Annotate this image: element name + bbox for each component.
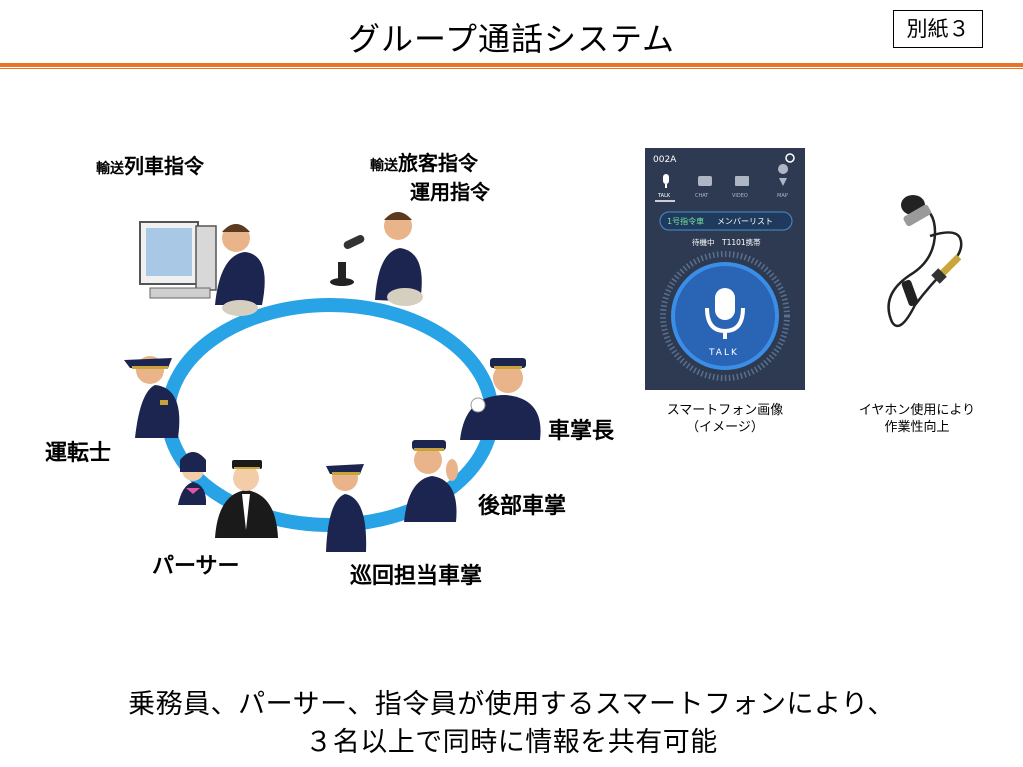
computer-icon xyxy=(139,221,217,299)
mic-tab-icon xyxy=(663,174,669,188)
driver-label: 運転士 xyxy=(45,441,112,466)
smartphone-screen: 002A TALK CHAT VIDEO MAP 1号指令車 メンバーリスト 待… xyxy=(645,148,805,390)
microphone-icon xyxy=(330,235,365,286)
operation-dispatch-label: 運用指令 xyxy=(410,180,490,204)
tab-label: CHAT xyxy=(695,193,709,199)
chief-conductor-label: 車掌長 xyxy=(548,419,615,444)
summary-line-2: ３名以上で同時に情報を共有可能 xyxy=(305,727,718,758)
tab-label: TALK xyxy=(657,193,671,199)
earphone-icon xyxy=(887,195,963,328)
microphone-icon xyxy=(715,288,735,320)
purser-figure xyxy=(178,452,207,505)
video-tab-icon xyxy=(735,176,749,186)
passenger-dispatcher-figure xyxy=(375,212,423,306)
train-dispatcher-figure xyxy=(215,224,265,316)
device-text: T1101携帯 xyxy=(721,237,761,247)
talk-label: TALK xyxy=(708,348,739,358)
tab-label: VIDEO xyxy=(732,193,748,199)
chief-conductor-figure xyxy=(460,358,541,440)
group-name: 1号指令車 xyxy=(667,216,704,226)
passenger-dispatch-label: 輸送旅客指令 xyxy=(370,151,478,175)
smartphone-caption: スマートフォン画像 （イメージ） xyxy=(666,403,784,435)
smartphone-ui: 002A TALK CHAT VIDEO MAP 1号指令車 メンバーリスト 待… xyxy=(653,153,795,381)
rear-conductor-label: 後部車掌 xyxy=(478,494,567,519)
summary-line-1: 乗務員、パーサー、指令員が使用するスマートフォンにより、 xyxy=(128,689,895,720)
earphone-caption: イヤホン使用により 作業性向上 xyxy=(858,403,976,435)
status-text: 待機中 xyxy=(692,237,715,247)
annex-label: 別紙３ xyxy=(893,10,983,48)
header-rule-thin xyxy=(0,68,1023,69)
patrol-conductor-figure xyxy=(326,464,367,552)
gear-icon xyxy=(785,153,795,163)
chat-tab-icon xyxy=(698,176,712,186)
purser-male-figure xyxy=(215,460,278,538)
header-rule xyxy=(0,63,1023,67)
rear-conductor-figure xyxy=(404,440,458,522)
page-title: グループ通話システム xyxy=(347,20,676,58)
channel-label: 002A xyxy=(653,155,677,165)
tab-label: MAP xyxy=(777,193,788,199)
purser-label: パーサー xyxy=(152,554,240,579)
member-list: メンバーリスト xyxy=(717,217,773,226)
group-selector xyxy=(659,211,793,231)
patrol-conductor-label: 巡回担当車掌 xyxy=(350,564,483,589)
map-tab-icon xyxy=(778,164,789,186)
train-dispatch-label: 輸送列車指令 xyxy=(96,154,204,178)
driver-figure xyxy=(124,356,180,438)
